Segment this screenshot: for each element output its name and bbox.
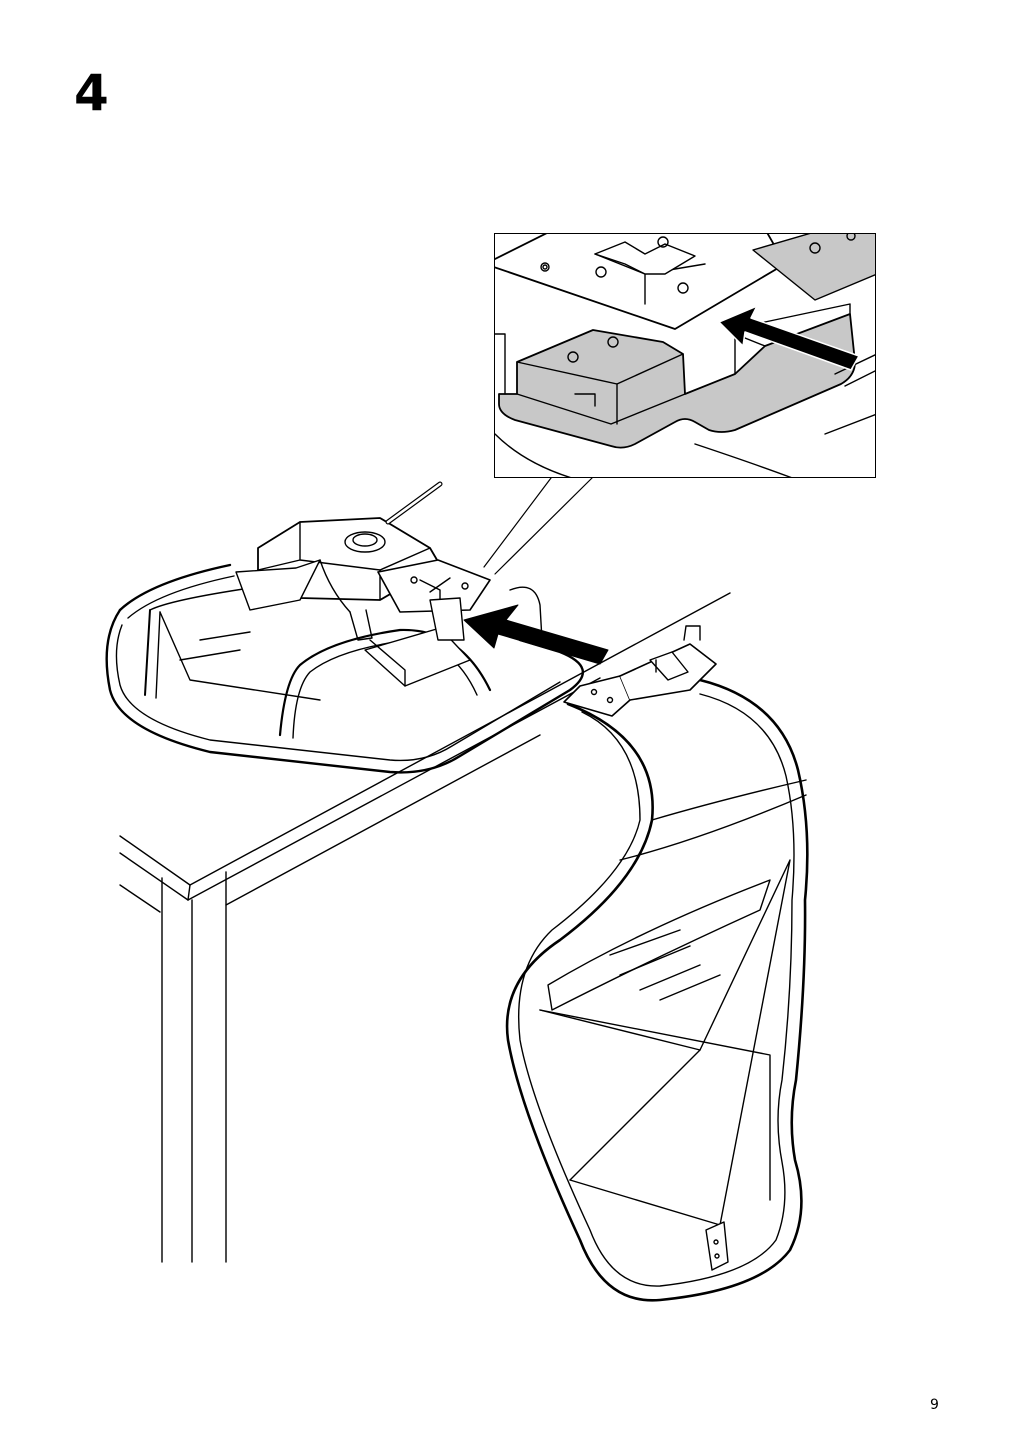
detail-inset <box>494 233 876 478</box>
detail-arrow-icon <box>718 305 860 371</box>
seat-frame <box>105 563 585 774</box>
page-number: 9 <box>930 1397 939 1413</box>
callout-leader <box>483 477 593 575</box>
tilt-mechanism <box>235 481 491 687</box>
detail-illustration <box>495 234 875 477</box>
step-number: 4 <box>74 64 109 122</box>
insertion-arrow-icon <box>463 604 609 665</box>
table <box>119 592 731 1263</box>
backrest <box>505 625 809 1302</box>
